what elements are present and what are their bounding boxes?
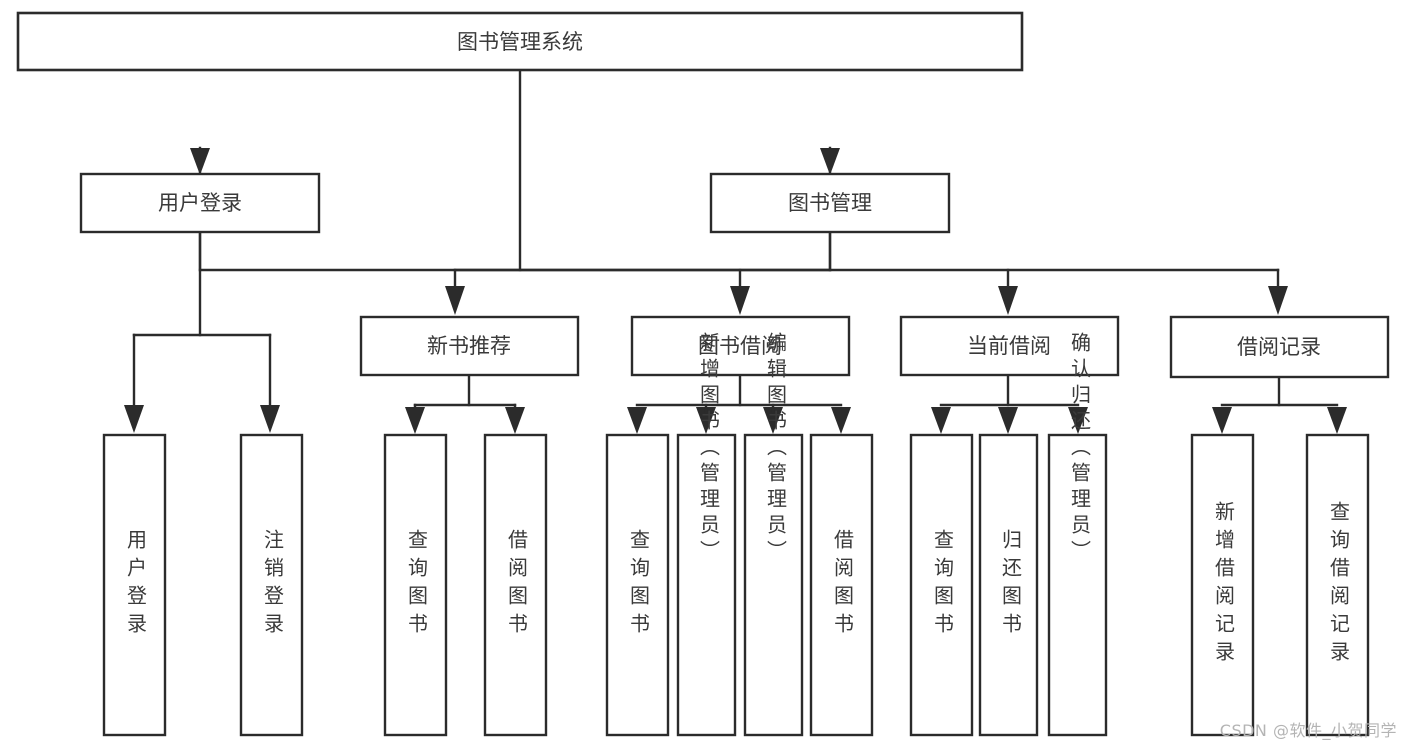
node-leaf-query-book-1-label: 查询图书 <box>405 529 429 641</box>
node-leaf-logout-login[interactable]: 注销登录 <box>239 433 304 737</box>
arrowhead-book-borrow <box>730 286 750 315</box>
node-leaf-return-book[interactable]: 归还图书 <box>978 433 1039 737</box>
node-leaf-edit-book-box[interactable] <box>743 433 804 737</box>
arrowhead-leaf-logout-login <box>260 405 280 433</box>
node-book-borrow-box[interactable] <box>630 315 851 377</box>
node-leaf-logout-login-box[interactable] <box>239 433 304 737</box>
arrowhead-leaf-query-book-1 <box>405 407 425 434</box>
node-leaf-query-record-label: 查询借阅记录 <box>1327 501 1351 669</box>
node-leaf-confirm-return-label: 确认归还（管理员） <box>1068 332 1092 566</box>
node-leaf-user-login[interactable]: 用户登录 <box>102 433 167 737</box>
arrowhead-leaf-query-book-3 <box>931 407 951 434</box>
node-user-login-box[interactable] <box>79 172 321 234</box>
node-leaf-add-record[interactable]: 新增借阅记录 <box>1190 433 1255 737</box>
node-root-box[interactable] <box>16 11 1024 72</box>
node-leaf-borrow-book-2[interactable]: 借阅图书 <box>809 433 874 737</box>
arrowhead-book-manage <box>820 148 840 175</box>
node-leaf-query-book-3-label: 查询图书 <box>931 529 955 641</box>
node-leaf-query-record[interactable]: 查询借阅记录 <box>1305 433 1370 737</box>
arrowhead-current-borrow <box>998 286 1018 315</box>
arrowhead-leaf-borrow-book-2 <box>831 407 851 434</box>
node-current-borrow-box[interactable] <box>899 315 1120 377</box>
node-borrow-record-label: 借阅记录 <box>1237 335 1321 359</box>
node-current-borrow-label: 当前借阅 <box>967 334 1051 358</box>
node-leaf-user-login-box[interactable] <box>102 433 167 737</box>
node-leaf-query-book-3[interactable]: 查询图书 <box>909 433 974 737</box>
node-current-borrow[interactable]: 当前借阅 <box>899 315 1120 377</box>
arrowhead-leaf-confirm-return <box>1068 407 1088 434</box>
node-leaf-borrow-book-1-label: 借阅图书 <box>505 529 529 641</box>
arrowhead-new-book-recommend <box>445 286 465 315</box>
node-new-book-recommend-label: 新书推荐 <box>427 334 511 358</box>
node-leaf-borrow-book-1-box[interactable] <box>483 433 548 737</box>
node-book-manage-box[interactable] <box>709 172 951 234</box>
arrowhead-leaf-add-record <box>1212 407 1232 434</box>
node-leaf-user-login-label: 用户登录 <box>124 529 148 641</box>
node-book-manage[interactable]: 图书管理 <box>709 172 951 234</box>
arrowhead-leaf-edit-book <box>763 407 783 434</box>
node-leaf-borrow-book-2-box[interactable] <box>809 433 874 737</box>
connector-layer <box>124 68 1347 434</box>
node-leaf-borrow-book-2-label: 借阅图书 <box>831 529 855 641</box>
node-leaf-confirm-return[interactable]: 确认归还（管理员） <box>1047 332 1108 737</box>
node-leaf-add-book-label: 新增图书（管理员） <box>697 332 721 566</box>
node-leaf-add-book-box[interactable] <box>676 433 737 737</box>
node-new-book-recommend-box[interactable] <box>359 315 580 377</box>
arrowhead-leaf-user-login <box>124 405 144 433</box>
node-leaf-query-book-2[interactable]: 查询图书 <box>605 433 670 737</box>
node-leaf-borrow-book-1[interactable]: 借阅图书 <box>483 433 548 737</box>
node-leaf-edit-book-label: 编辑图书（管理员） <box>764 332 788 566</box>
node-leaf-edit-book[interactable]: 编辑图书（管理员） <box>743 332 804 737</box>
csdn-watermark: CSDN @软件_小贺同学 <box>1219 721 1397 740</box>
node-leaf-query-book-2-box[interactable] <box>605 433 670 737</box>
node-leaf-query-book-1-box[interactable] <box>383 433 448 737</box>
arrowhead-leaf-query-book-2 <box>627 407 647 434</box>
arrowhead-borrow-record <box>1268 286 1288 315</box>
node-user-login[interactable]: 用户登录 <box>79 172 321 234</box>
node-leaf-logout-login-label: 注销登录 <box>261 529 285 641</box>
node-leaf-query-book-2-label: 查询图书 <box>627 529 651 641</box>
node-leaf-return-book-box[interactable] <box>978 433 1039 737</box>
node-borrow-record-box[interactable] <box>1169 315 1390 379</box>
node-new-book-recommend[interactable]: 新书推荐 <box>359 315 580 377</box>
node-root[interactable]: 图书管理系统 <box>16 11 1024 72</box>
arrowhead-leaf-borrow-book-1 <box>505 407 525 434</box>
node-leaf-query-record-box[interactable] <box>1305 433 1370 737</box>
node-leaf-query-book-1[interactable]: 查询图书 <box>383 433 448 737</box>
node-root-label: 图书管理系统 <box>457 30 583 54</box>
node-leaf-query-book-3-box[interactable] <box>909 433 974 737</box>
node-leaf-return-book-label: 归还图书 <box>999 529 1023 641</box>
node-leaf-confirm-return-box[interactable] <box>1047 433 1108 737</box>
node-book-borrow[interactable]: 图书借阅 <box>630 315 851 377</box>
arrowhead-leaf-return-book <box>998 407 1018 434</box>
node-leaf-add-record-box[interactable] <box>1190 433 1255 737</box>
arrowhead-leaf-add-book <box>696 407 716 434</box>
node-leaf-add-record-label: 新增借阅记录 <box>1212 501 1236 669</box>
arrowhead-user-login <box>190 148 210 175</box>
node-user-login-label: 用户登录 <box>158 191 242 215</box>
node-leaf-add-book[interactable]: 新增图书（管理员） <box>676 332 737 737</box>
arrowhead-leaf-query-record <box>1327 407 1347 434</box>
node-borrow-record[interactable]: 借阅记录 <box>1169 315 1390 379</box>
node-book-manage-label: 图书管理 <box>788 191 872 215</box>
node-book-borrow-label: 图书借阅 <box>698 334 782 358</box>
